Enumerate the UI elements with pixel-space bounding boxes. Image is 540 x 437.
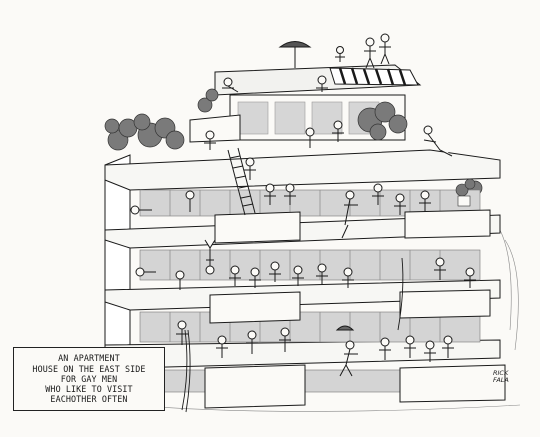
signature-line-2: FALA	[493, 376, 509, 384]
potted-plant	[455, 178, 476, 207]
people	[130, 33, 476, 377]
person	[279, 327, 291, 352]
caption-line-5: EACHOTHER OFTEN	[50, 394, 128, 405]
person	[229, 265, 241, 286]
person	[372, 183, 384, 205]
person	[464, 267, 476, 288]
person	[249, 267, 261, 288]
ropes	[181, 257, 404, 413]
trees	[104, 88, 483, 205]
person	[216, 335, 228, 358]
signature-line-1: RICK	[493, 369, 509, 377]
person	[135, 267, 156, 277]
person	[176, 320, 188, 345]
person	[442, 335, 454, 358]
small-umbrella	[335, 325, 355, 331]
person	[339, 340, 358, 377]
caption-line-1: AN APARTMENT	[58, 353, 120, 364]
person	[335, 46, 345, 62]
caption-line-2: HOUSE ON THE EAST SIDE	[32, 363, 146, 374]
person	[304, 127, 316, 148]
person	[332, 120, 344, 142]
person	[175, 270, 185, 290]
building-body	[104, 149, 506, 409]
ladder	[227, 147, 256, 216]
person	[434, 257, 446, 280]
person	[341, 190, 358, 239]
caption-line-4: WHO LIKE TO VISIT	[45, 384, 133, 395]
person	[284, 183, 296, 205]
person	[185, 190, 195, 212]
person	[130, 205, 152, 215]
person	[246, 330, 258, 354]
person	[394, 193, 406, 215]
person	[424, 340, 436, 362]
awning	[329, 67, 419, 86]
person	[269, 261, 281, 282]
person	[342, 267, 354, 288]
person	[316, 263, 328, 284]
caption-line-3: FOR GAY MEN	[60, 373, 118, 384]
umbrella	[278, 41, 312, 68]
person	[292, 265, 304, 286]
person	[364, 37, 376, 69]
person	[204, 130, 216, 150]
person	[404, 335, 416, 358]
person	[379, 337, 391, 360]
person	[316, 75, 328, 92]
person	[222, 77, 239, 93]
person	[379, 33, 391, 65]
person	[244, 157, 256, 180]
person	[423, 125, 453, 157]
person	[204, 239, 216, 275]
artist-signature: RICK FALA	[493, 370, 509, 384]
person	[419, 190, 431, 212]
caption-box: AN APARTMENT HOUSE ON THE EAST SIDE FOR …	[13, 347, 165, 411]
person	[264, 183, 276, 205]
